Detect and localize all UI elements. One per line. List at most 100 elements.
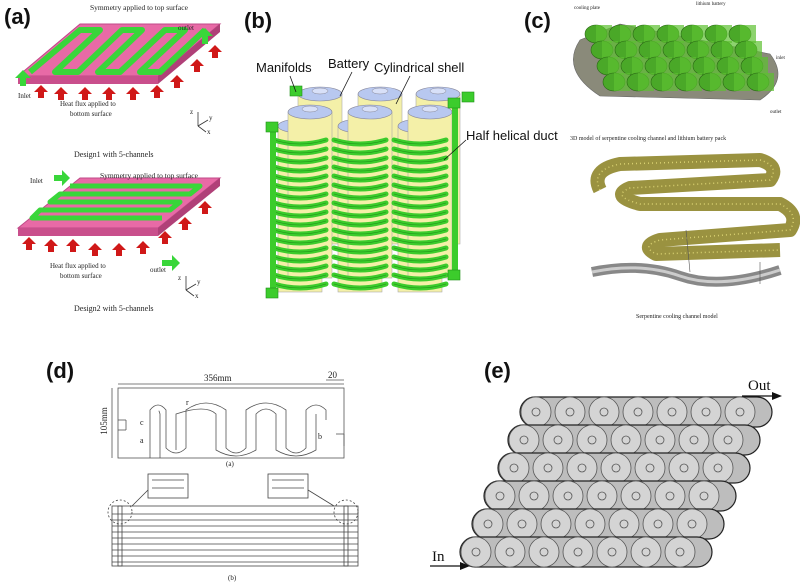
cell [540,508,572,540]
cell [562,536,594,568]
helical-duct-1 [331,137,389,291]
cell [586,480,618,512]
cell [678,424,710,456]
callout-battery: Battery [328,56,370,71]
dim-a: a [140,436,144,445]
cell [702,452,734,484]
cell [506,508,538,540]
cell-row-5 [459,536,713,568]
design2-outlet-label: outlet [150,266,166,274]
panel-label-c: (c) [524,8,551,33]
cell [668,452,700,484]
tag-inlet: inlet [776,56,785,61]
dim-length: 356mm [204,373,232,383]
cell [518,480,550,512]
cell [494,536,526,568]
design1-heat-arrows [34,45,222,100]
cell [588,396,620,428]
cell [688,480,720,512]
serpentine-channel-3d [590,153,800,261]
panel-label-d: (d) [46,358,75,383]
tag-outlet: outlet [770,110,782,115]
axis-z-2: z [178,274,182,282]
cell [630,536,662,568]
cell [542,424,574,456]
channel-profile [590,229,782,287]
cell [498,452,530,484]
battery-pack-3d [573,23,779,101]
label-in: In [432,549,445,565]
sub-label-b: (b) [228,574,237,582]
callout-duct: Half helical duct [466,128,558,143]
dim-end: 20 [328,370,337,380]
cell [532,452,564,484]
dim-c: c [140,418,144,427]
cell [610,424,642,456]
axis-triad-2 [185,276,197,297]
design1-inlet-arrow [15,70,31,86]
design2-heat-arrows [22,201,212,256]
dim-b: b [318,432,322,441]
callout-manifolds: Manifolds [256,60,312,75]
axis-z-1: z [190,108,194,116]
cell [460,536,492,568]
cell [664,536,696,568]
design2-caption: Design2 with 5-channels [74,304,154,313]
panel-label-e: (e) [484,358,511,383]
cell [600,452,632,484]
cell [656,396,688,428]
sub-label-a: (a) [226,460,234,468]
cell-row-4 [471,508,725,540]
cell [644,424,676,456]
cell-row-2 [497,452,751,484]
tag-cooling-plate: cooling plate [574,6,600,11]
tag-lithium-battery: lithium battery [696,2,726,7]
cell [620,480,652,512]
cell [576,424,608,456]
plate-d-top [111,379,345,459]
label-out: Out [748,378,771,394]
cell [520,396,552,428]
design2-inlet-arrow [54,170,70,186]
design2-top-text: Symmetry applied to top surface [100,171,198,180]
dim-r: r [186,398,189,407]
cell [554,396,586,428]
cell [654,480,686,512]
cell [528,536,560,568]
design2-bottom-text-2: bottom surface [60,272,102,280]
cell [508,424,540,456]
cell [472,508,504,540]
axis-y-1: y [209,114,213,122]
design2-bottom-text-1: Heat flux applied to [50,262,106,270]
plate-d-bottom [107,473,359,567]
cell-row-0 [519,396,773,428]
cell [634,452,666,484]
cell [552,480,584,512]
design2-inlet-label: Inlet [30,177,43,185]
caption-c-top: 3D model of serpentine cooling channel a… [570,136,727,142]
design1-bottom-text-1: Heat flux applied to [60,100,116,108]
axis-x-2: x [195,292,199,300]
cell [566,452,598,484]
design2-outlet-arrow [162,255,180,271]
cell-row-1 [507,424,761,456]
cell [642,508,674,540]
design2-plate [16,177,222,236]
cell [690,396,722,428]
callout-shell: Cylindrical shell [374,60,465,75]
design1-bottom-text-2: bottom surface [70,110,112,118]
design1-inlet-label: Inlet [18,92,31,100]
cell [712,424,744,456]
helical-duct-2 [391,137,449,291]
helical-duct-0 [271,137,329,291]
design1-caption: Design1 with 5-channels [74,150,154,159]
cell-row-3 [483,480,737,512]
design1-outlet-label: outlet [178,24,194,32]
cell [608,508,640,540]
cell [484,480,516,512]
design1-plate [16,23,222,84]
